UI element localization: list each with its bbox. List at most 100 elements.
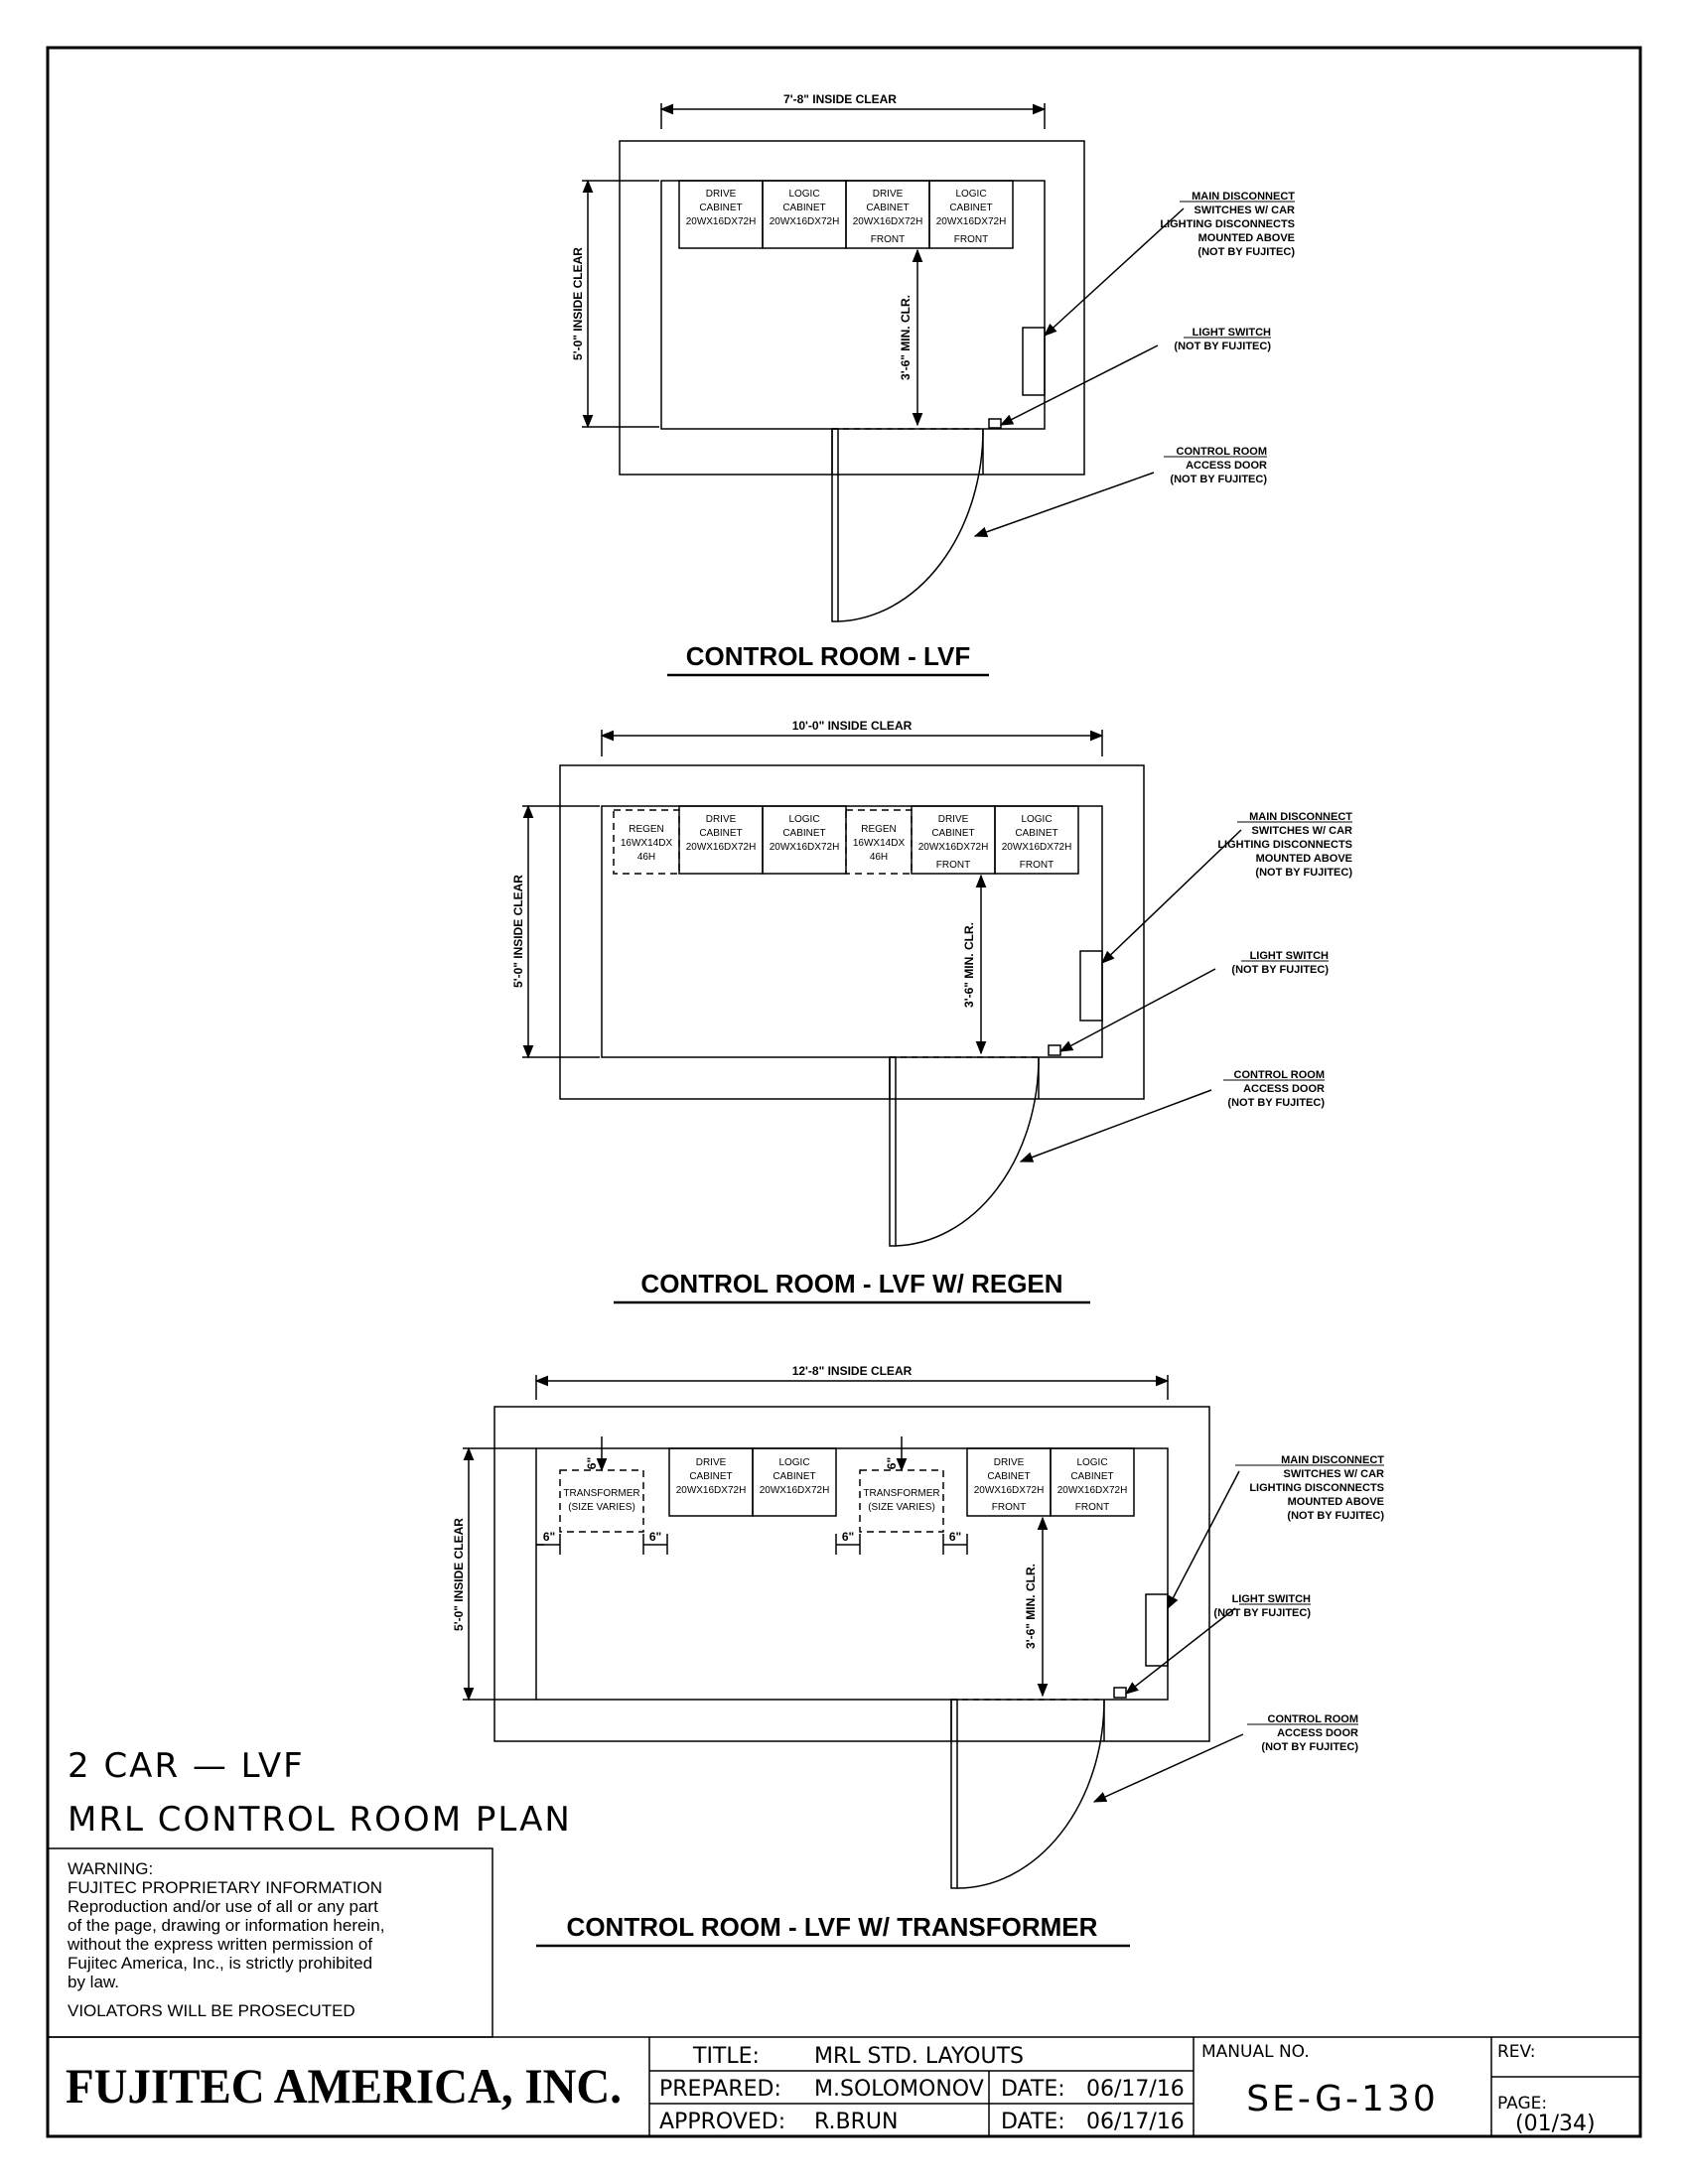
- warning-text: without the express written permission o…: [67, 1935, 372, 1954]
- outer-wall: [619, 140, 1085, 476]
- company-name: FUJITEC AMERICA, INC.: [66, 2058, 622, 2114]
- note-disconnect: LIGHTING DISCONNECTS: [1249, 1482, 1384, 1494]
- plan-lvf-transformer-text: 12'-8" INSIDE CLEAR 5'-0" INSIDE CLEAR 3…: [452, 1364, 1384, 1942]
- leader-door: [1019, 1089, 1212, 1162]
- width-dimension-label: 12'-8" INSIDE CLEAR: [792, 1364, 913, 1378]
- cabinet-label: CABINET: [987, 1471, 1030, 1482]
- gap-label: 6": [649, 1530, 661, 1544]
- cabinet-label: 20WX16DX72H: [1002, 842, 1072, 853]
- warning-text: VIOLATORS WILL BE PROSECUTED: [68, 2001, 355, 2020]
- leader-disconnect: [1101, 829, 1242, 964]
- leader-light-switch: [999, 344, 1159, 426]
- logic-cabinet: [994, 805, 1079, 875]
- note-access-door: CONTROL ROOM: [1234, 1069, 1325, 1081]
- leader-disconnect: [1167, 1470, 1240, 1610]
- cabinet-label: 46H: [870, 852, 888, 863]
- plan-lvf-transformer: [463, 1375, 1384, 1948]
- plan-title: CONTROL ROOM - LVF W/ REGEN: [640, 1269, 1062, 1298]
- clearance-label: 3'-6" MIN. CLR.: [962, 922, 976, 1008]
- leader-light-switch: [1124, 1607, 1236, 1695]
- manual-label: MANUAL NO.: [1201, 2042, 1310, 2062]
- cabinet-label: DRIVE: [873, 189, 904, 200]
- transformer-outline: [859, 1469, 944, 1533]
- cabinet-label: DRIVE: [696, 1457, 727, 1468]
- width-dimension-label: 7'-8" INSIDE CLEAR: [783, 92, 897, 106]
- door-swing-arc: [895, 1056, 1040, 1247]
- note-access-door: CONTROL ROOM: [1268, 1713, 1358, 1725]
- leader-door: [1092, 1733, 1244, 1803]
- note-disconnect: LIGHTING DISCONNECTS: [1160, 218, 1295, 230]
- cabinet-label: CABINET: [949, 203, 992, 213]
- logic-cabinet: [1050, 1447, 1135, 1517]
- approved-value: R.BRUN: [814, 2110, 898, 2134]
- cabinet-label: LOGIC: [1076, 1457, 1107, 1468]
- date-label: DATE:: [1001, 2077, 1065, 2102]
- leader-disconnect: [1044, 207, 1185, 337]
- outer-wall: [559, 764, 1145, 1100]
- transformer-label: (SIZE VARIES): [568, 1502, 635, 1513]
- inner-wall: [601, 805, 1103, 1058]
- date-label: DATE:: [1001, 2110, 1065, 2134]
- cabinet-label: 16WX14DX: [853, 838, 906, 849]
- warning-text: by law.: [68, 1973, 119, 1991]
- note-disconnect: SWITCHES W/ CAR: [1252, 825, 1352, 837]
- cabinet-label: CABINET: [699, 203, 742, 213]
- inner-wall: [535, 1447, 1169, 1701]
- note-access-door: CONTROL ROOM: [1177, 446, 1267, 458]
- cabinet-label: CABINET: [931, 828, 974, 839]
- warning-text: WARNING:: [68, 1859, 153, 1878]
- rev-label: REV:: [1497, 2042, 1536, 2062]
- door-leaf: [889, 1056, 897, 1247]
- cabinet-label: REGEN: [629, 824, 664, 835]
- cabinet-label: 46H: [637, 852, 655, 863]
- warning-text: Reproduction and/or use of all or any pa…: [68, 1897, 378, 1916]
- note-light-switch: LIGHT SWITCH: [1250, 950, 1329, 962]
- cabinet-label: FRONT: [871, 234, 905, 245]
- door-swing-arc: [956, 1699, 1105, 1889]
- note-access-door: (NOT BY FUJITEC): [1261, 1741, 1358, 1753]
- cabinet-label: 20WX16DX72H: [676, 1485, 747, 1496]
- logic-cabinet: [928, 180, 1014, 249]
- warning-text: of the page, drawing or information here…: [68, 1916, 384, 1935]
- cabinet-label: 20WX16DX72H: [918, 842, 989, 853]
- cabinet-label: DRIVE: [938, 814, 969, 825]
- sheet-heading-line1: 2 CAR — LVF: [68, 1746, 305, 1786]
- note-access-door: ACCESS DOOR: [1277, 1727, 1358, 1739]
- cabinet-label: CABINET: [1070, 1471, 1113, 1482]
- cabinet-label: 20WX16DX72H: [686, 842, 757, 853]
- light-switch: [1048, 1044, 1061, 1056]
- title-block-text: FUJITEC AMERICA, INC. TITLE: MRL STD. LA…: [66, 2042, 1596, 2136]
- plan-lvf: [582, 103, 1295, 677]
- cabinet-label: DRIVE: [706, 189, 737, 200]
- light-switch: [988, 418, 1002, 429]
- title-value: MRL STD. LAYOUTS: [814, 2044, 1024, 2069]
- door-leaf: [831, 428, 839, 622]
- disconnect-panel: [1145, 1593, 1169, 1667]
- approved-label: APPROVED:: [659, 2110, 785, 2134]
- cabinet-label: 20WX16DX72H: [770, 842, 840, 853]
- plan-lvf-regen-text: 10'-0" INSIDE CLEAR 5'-0" INSIDE CLEAR 3…: [511, 719, 1352, 1298]
- transformer-label: (SIZE VARIES): [868, 1502, 935, 1513]
- prepared-label: PREPARED:: [659, 2077, 781, 2102]
- plan-lvf-text: 7'-8" INSIDE CLEAR 5'-0" INSIDE CLEAR 3'…: [571, 92, 1295, 671]
- cabinet-label: LOGIC: [788, 814, 819, 825]
- note-disconnect: SWITCHES W/ CAR: [1284, 1468, 1384, 1480]
- cabinet-label: 20WX16DX72H: [770, 216, 840, 227]
- clearance-label: 3'-6" MIN. CLR.: [899, 295, 913, 380]
- door-swing-arc: [837, 428, 984, 622]
- note-disconnect: (NOT BY FUJITEC): [1255, 867, 1352, 879]
- depth-dimension-label: 5'-0" INSIDE CLEAR: [452, 1518, 466, 1631]
- cabinet-label: LOGIC: [788, 189, 819, 200]
- note-disconnect: SWITCHES W/ CAR: [1195, 205, 1295, 216]
- note-light-switch: LIGHT SWITCH: [1193, 327, 1271, 339]
- note-disconnect: MOUNTED ABOVE: [1256, 853, 1352, 865]
- plan-title: CONTROL ROOM - LVF: [686, 641, 970, 671]
- cabinet-label: REGEN: [861, 824, 897, 835]
- cabinet-label: FRONT: [954, 234, 988, 245]
- prepared-value: M.SOLOMONOV: [814, 2077, 984, 2102]
- depth-dimension-label: 5'-0" INSIDE CLEAR: [511, 875, 525, 988]
- cabinet-label: DRIVE: [706, 814, 737, 825]
- warning-text: FUJITEC PROPRIETARY INFORMATION: [68, 1878, 382, 1897]
- leader-light-switch: [1058, 968, 1216, 1052]
